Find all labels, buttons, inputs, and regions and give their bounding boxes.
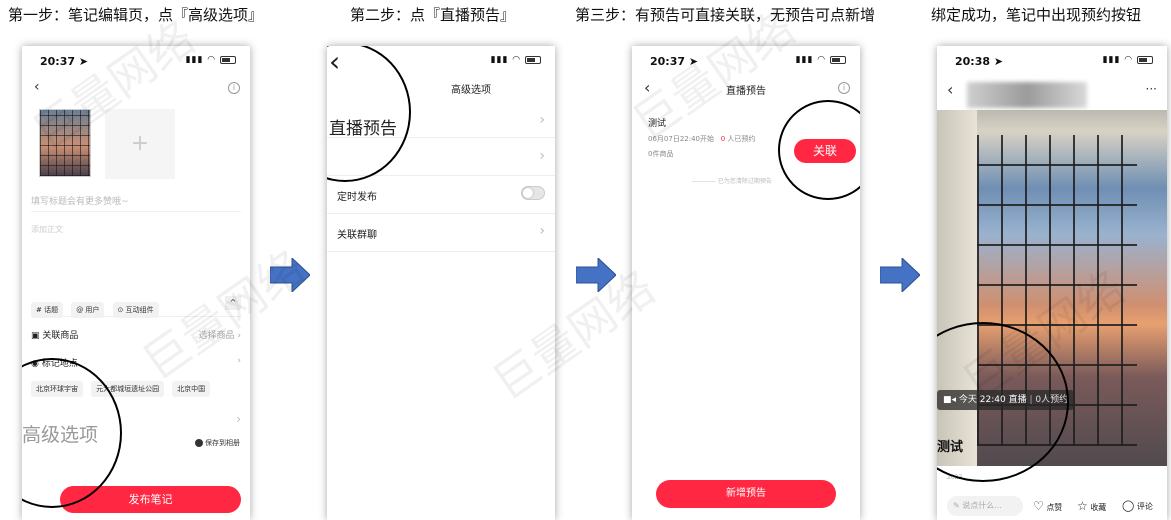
info-icon[interactable]: i <box>838 82 850 94</box>
star-icon: ☆ <box>1077 499 1088 513</box>
add-image-button[interactable]: + <box>105 109 175 179</box>
save-album-toggle[interactable]: 保存到相册 <box>194 438 240 448</box>
status-time: 20:37 ➤ <box>40 55 89 68</box>
battery-icon <box>525 55 541 64</box>
battery-icon <box>220 55 236 64</box>
heart-icon: ♡ <box>1033 499 1044 513</box>
info-icon[interactable]: i <box>228 82 240 94</box>
chip-topic[interactable]: # 话题 <box>31 302 64 318</box>
step1-title: 第一步：笔记编辑页，点『高级选项』 <box>8 6 264 24</box>
phone-advanced-options: ▮▮▮ ◠ ‹ 高级选项 直播预告 › › 定时发布 关联群聊 › <box>327 46 555 520</box>
chevron-right-icon: › <box>237 331 241 341</box>
note-image-thumbnail[interactable] <box>39 109 91 177</box>
link-goods-value: 选择商品 <box>198 331 235 341</box>
comment-input[interactable]: ✎ 说点什么... <box>947 496 1023 516</box>
nav-title: 直播预告 <box>726 86 766 97</box>
arrow-right-icon <box>576 258 616 292</box>
scheduled-publish-row: 定时发布 <box>327 176 555 214</box>
like-button[interactable]: ♡ 点赞 <box>1033 499 1063 513</box>
body-input[interactable]: 添加正文 <box>31 225 63 234</box>
status-icons: ▮▮▮ ◠ <box>1103 55 1153 65</box>
nav-title: 高级选项 <box>451 85 491 96</box>
step2-title: 第二步：点『直播预告』 <box>350 6 516 24</box>
status-bar: 20:37 ➤ ▮▮▮ ◠ <box>632 46 860 76</box>
chevron-right-icon: › <box>236 412 241 426</box>
status-time: 20:38 ➤ <box>955 55 1004 68</box>
insert-chips: # 话题 @ 用户 ⊙ 互动组件 <box>31 297 162 318</box>
reserved-count: 0 <box>720 135 726 143</box>
bottom-bar: ✎ 说点什么... ♡ 点赞 ☆ 收藏 ◯ 评论 <box>937 494 1167 520</box>
navbar: ‹ 直播预告 i <box>632 76 860 106</box>
battery-icon <box>830 55 846 64</box>
chevron-right-icon: › <box>539 148 545 164</box>
chevron-right-icon: › <box>539 112 545 128</box>
preview-card: 测试 06月07日22:40开始 0 人已预约 0件商品 <box>648 116 848 160</box>
step4-title: 绑定成功，笔记中出现预约按钮 <box>931 6 1142 24</box>
back-icon[interactable]: ‹ <box>947 80 954 99</box>
scheduled-publish-label: 定时发布 <box>337 192 377 203</box>
location-chip[interactable]: 北京中国 <box>172 381 211 397</box>
link-goods-row[interactable]: ▣ 关联商品 选择商品 › <box>31 328 241 342</box>
collapse-chevron-icon[interactable]: ^ <box>225 296 241 310</box>
expired-hint: ———— 已为您清除过期预告 <box>692 178 772 185</box>
status-bar: ▮▮▮ ◠ <box>327 46 555 76</box>
status-icons: ▮▮▮ ◠ <box>796 55 846 65</box>
plus-icon: + <box>130 131 150 156</box>
battery-icon <box>1137 55 1153 64</box>
status-time: 20:37 ➤ <box>650 55 699 68</box>
scheduled-publish-toggle[interactable] <box>521 186 545 200</box>
phone-note-editor: 20:37 ➤ ▮▮▮ ◠ ‹ i + 填写标题会有更多赞哦~ 添加正文 # 话… <box>22 46 250 520</box>
link-group-chat-row[interactable]: 关联群聊 › <box>327 214 555 252</box>
bag-icon: ▣ <box>31 331 40 341</box>
chevron-right-icon: › <box>237 356 241 366</box>
check-circle-icon <box>194 439 203 447</box>
status-icons: ▮▮▮ ◠ <box>186 55 236 65</box>
back-icon[interactable]: ‹ <box>644 78 651 97</box>
chip-user[interactable]: @ 用户 <box>71 302 105 318</box>
preview-time: 06月07日22:40开始 <box>648 135 714 143</box>
collect-button[interactable]: ☆ 收藏 <box>1077 499 1107 513</box>
arrow-right-icon <box>880 258 920 292</box>
goods-count: 0件商品 <box>648 150 674 158</box>
add-preview-button[interactable]: 新增预告 <box>656 480 836 508</box>
step3-title: 第三步：有预告可直接关联，无预告可点新增 <box>575 6 876 24</box>
status-bar: 20:38 ➤ ▮▮▮ ◠ <box>937 46 1167 76</box>
author-blur <box>967 82 1087 108</box>
blank-option-row[interactable]: › <box>327 138 555 176</box>
back-icon[interactable]: ‹ <box>34 79 40 95</box>
preview-name: 测试 <box>648 119 667 129</box>
status-icons: ▮▮▮ ◠ <box>491 55 541 65</box>
link-group-chat-label: 关联群聊 <box>337 230 377 241</box>
speech-bubble-icon: ◯ <box>1122 499 1135 512</box>
title-input[interactable]: 填写标题会有更多赞哦~ <box>31 197 129 207</box>
more-icon[interactable]: ··· <box>1145 82 1157 96</box>
navbar: ‹ i <box>22 76 250 106</box>
phone-note-detail: 20:38 ➤ ▮▮▮ ◠ ‹ ··· ■◂ 今天 22:40 直播 | 0人预… <box>937 46 1167 520</box>
reserved-suffix: 人已预约 <box>727 135 756 143</box>
chevron-right-icon: › <box>539 223 545 239</box>
status-bar: 20:37 ➤ ▮▮▮ ◠ <box>22 46 250 76</box>
highlight-circle <box>778 100 860 200</box>
comment-button[interactable]: ◯ 评论 <box>1122 499 1153 512</box>
link-goods-label: 关联商品 <box>42 331 79 341</box>
pencil-icon: ✎ <box>953 501 960 510</box>
chip-widget[interactable]: ⊙ 互动组件 <box>112 302 159 318</box>
phone-live-preview: 20:37 ➤ ▮▮▮ ◠ ‹ 直播预告 i 测试 06月07日22:40开始 … <box>632 46 860 520</box>
arrow-right-icon <box>270 258 310 292</box>
